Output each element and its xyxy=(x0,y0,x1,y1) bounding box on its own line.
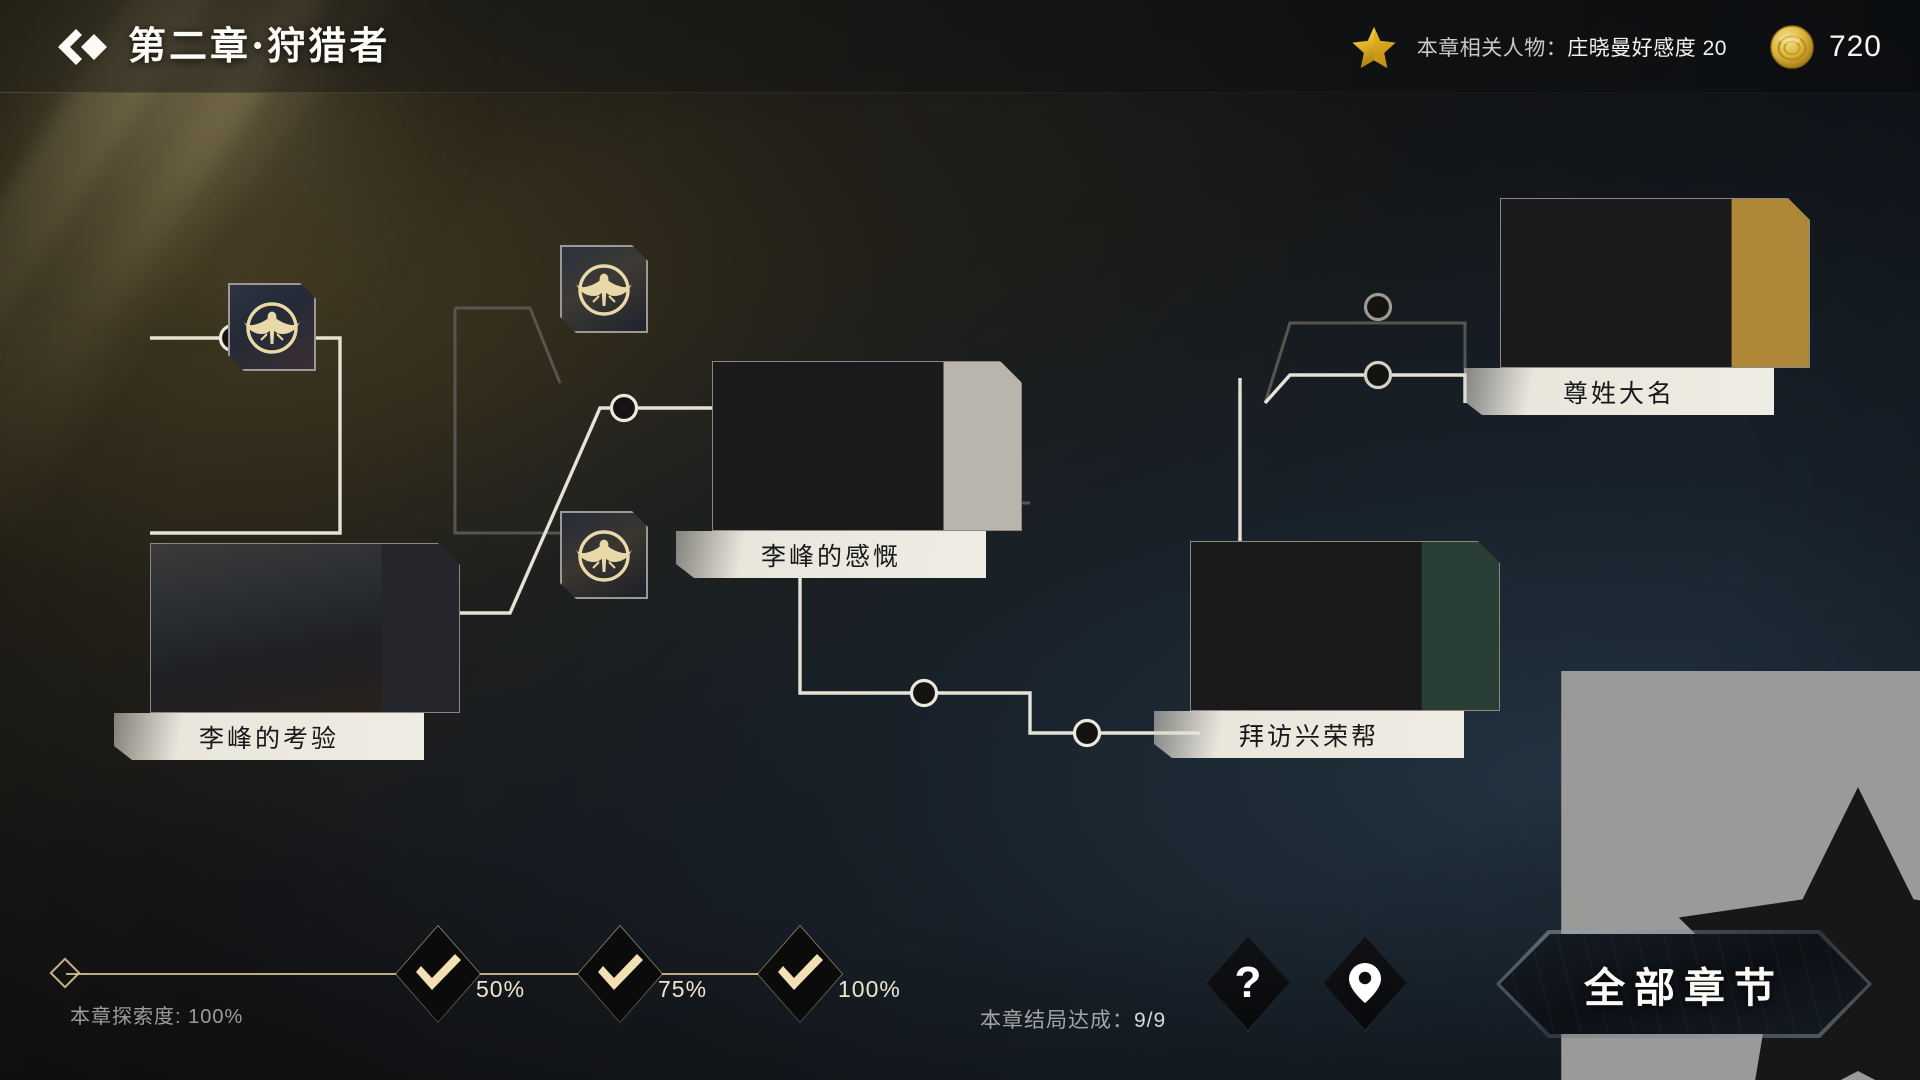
page-title: 第二章·狩猎者 xyxy=(128,23,391,68)
story-card[interactable]: 尊姓大名 xyxy=(1500,198,1810,415)
exploration-progress: 本章探索度: 100% 50% 75% 100% xyxy=(0,890,980,1080)
relation-value-label: 庄晓曼好感度 20 xyxy=(1567,36,1727,60)
exploration-label-text: 本章探索度: xyxy=(70,1006,182,1028)
card-thumbnail xyxy=(1190,541,1500,711)
location-pin-icon xyxy=(1349,963,1381,1003)
header-status-group: 本章相关人物：庄晓曼好感度 20 72 xyxy=(1351,0,1882,93)
checkpoint-75[interactable]: 75% xyxy=(577,925,706,1023)
coin-icon xyxy=(1770,24,1814,69)
check-icon xyxy=(778,954,823,990)
exploration-label: 本章探索度: 100% xyxy=(70,1000,243,1029)
card-thumbnail-art xyxy=(713,362,1022,531)
story-graph: 李峰的考验 xyxy=(0,93,1920,1080)
card-label: 李峰的感慨 xyxy=(676,531,986,578)
question-mark-icon: ? xyxy=(1205,934,1291,1032)
checkpoint-label: 75% xyxy=(658,976,708,1002)
relation-prefix-label: 本章相关人物： xyxy=(1416,36,1568,60)
checkpoint-label: 100% xyxy=(838,976,901,1002)
star-icon xyxy=(1352,26,1396,68)
map-button[interactable] xyxy=(1322,934,1408,1032)
story-card[interactable]: 李峰的考验 xyxy=(150,543,460,760)
card-thumbnail xyxy=(1500,198,1810,368)
story-card[interactable]: 李峰的感慨 xyxy=(712,361,1022,578)
card-label: 拜访兴荣帮 xyxy=(1154,711,1464,758)
all-chapters-button[interactable]: 全部章节 xyxy=(1496,930,1872,1038)
check-icon xyxy=(598,954,643,990)
progress-start-marker xyxy=(49,957,81,989)
endings-value-text: 9/9 xyxy=(1134,1009,1167,1032)
check-icon xyxy=(416,954,461,990)
exploration-value-text: 100% xyxy=(188,1006,244,1028)
card-thumbnail-art xyxy=(151,544,460,713)
emblem-badge-icon xyxy=(237,298,307,356)
currency-display[interactable]: 720 xyxy=(1769,24,1882,70)
back-arrow-icon xyxy=(58,29,107,65)
help-button[interactable]: ? xyxy=(1205,934,1291,1032)
badge-node-1[interactable] xyxy=(228,283,316,371)
endings-label-text: 本章结局达成： xyxy=(980,1009,1134,1032)
checkpoint-label: 50% xyxy=(476,976,526,1002)
card-thumbnail-art xyxy=(1501,199,1810,368)
endings-progress: 本章结局达成：9/9 xyxy=(980,1004,1166,1034)
card-label: 尊姓大名 xyxy=(1464,368,1774,415)
help-glyph: ? xyxy=(1234,958,1262,1007)
card-thumbnail-art xyxy=(1191,542,1500,711)
checkpoint-50[interactable]: 50% xyxy=(395,925,524,1023)
card-thumbnail xyxy=(712,361,1022,531)
card-label: 李峰的考验 xyxy=(114,713,424,760)
badge-node-2[interactable] xyxy=(560,245,648,333)
emblem-badge-icon xyxy=(569,260,639,318)
card-thumbnail xyxy=(150,543,460,713)
emblem-badge-icon xyxy=(569,526,639,584)
top-header-bar: 第二章·狩猎者 本章相关人物：庄晓曼好感度 20 xyxy=(0,0,1920,93)
badge-node-3[interactable] xyxy=(560,511,648,599)
story-card[interactable]: 拜访兴荣帮 xyxy=(1190,541,1500,758)
bookmark-node[interactable] xyxy=(898,671,1920,1080)
all-chapters-fill xyxy=(1500,934,1868,1034)
all-chapters-label: 全部章节 xyxy=(1584,964,1784,1012)
coin-amount-label: 720 xyxy=(1828,29,1882,63)
checkpoint-100[interactable]: 100% xyxy=(757,925,900,1023)
chapter-relation-info: 本章相关人物：庄晓曼好感度 20 xyxy=(1417,32,1727,62)
bottom-bar: 本章探索度: 100% 50% 75% 100% xyxy=(0,890,1920,1080)
back-button[interactable] xyxy=(56,24,114,70)
